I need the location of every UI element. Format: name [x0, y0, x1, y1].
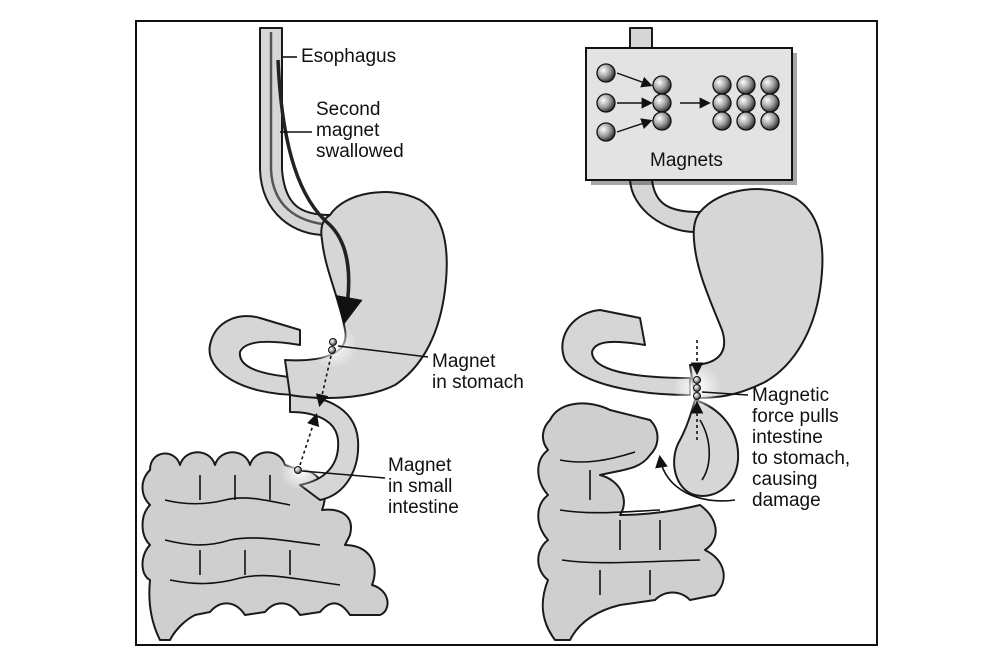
stomach-magnet-label: Magnet in stomach	[432, 351, 524, 393]
right-duodenum	[561, 309, 691, 396]
magnet-ball-cluster	[712, 111, 732, 131]
intestine-magnet-label: Magnet in small intestine	[388, 455, 459, 518]
magnet-ball-chain	[652, 75, 672, 95]
right-pulled-intestine	[673, 399, 740, 497]
magnet-ball-cluster	[736, 93, 756, 113]
second-magnet-label: Second magnet swallowed	[316, 99, 404, 162]
magnet-ball-cluster	[736, 75, 756, 95]
left-duodenum	[208, 315, 301, 396]
magnet-ball-single	[596, 122, 616, 142]
magnet-ball-cluster	[760, 75, 780, 95]
left-stomach	[284, 191, 448, 399]
left-anatomy	[141, 27, 448, 641]
stomach-magnet-leader	[337, 345, 429, 358]
right-small-intestine	[537, 402, 725, 641]
magnet-ball-cluster	[712, 93, 732, 113]
magnet-ball-cluster	[736, 111, 756, 131]
right-stomach	[689, 188, 824, 399]
magnet-pair-b	[693, 384, 701, 392]
magnet-ball-cluster	[712, 75, 732, 95]
magnet-ball-single	[596, 93, 616, 113]
magnet-ball-cluster	[760, 93, 780, 113]
force-arrow	[655, 454, 736, 502]
magnet-intestine	[294, 466, 302, 474]
magnet-pair-c	[693, 392, 701, 400]
force-leader	[701, 391, 749, 396]
left-small-intestine	[141, 451, 389, 641]
magnets-inset	[585, 47, 797, 185]
esophagus-label: Esophagus	[301, 46, 397, 67]
magnet-ball-chain	[652, 111, 672, 131]
magnets-inset-title: Magnets	[650, 150, 723, 171]
magnet-stomach-b	[328, 346, 336, 354]
magnet-ball-chain	[652, 93, 672, 113]
intestine-magnet-leader	[301, 470, 386, 479]
magnet-pair-a	[693, 376, 701, 384]
magnet-ball-single	[596, 63, 616, 83]
magnet-ball-cluster	[760, 111, 780, 131]
force-label: Magnetic force pulls intestine to stomac…	[752, 385, 851, 511]
magnet-stomach-a	[329, 338, 337, 346]
